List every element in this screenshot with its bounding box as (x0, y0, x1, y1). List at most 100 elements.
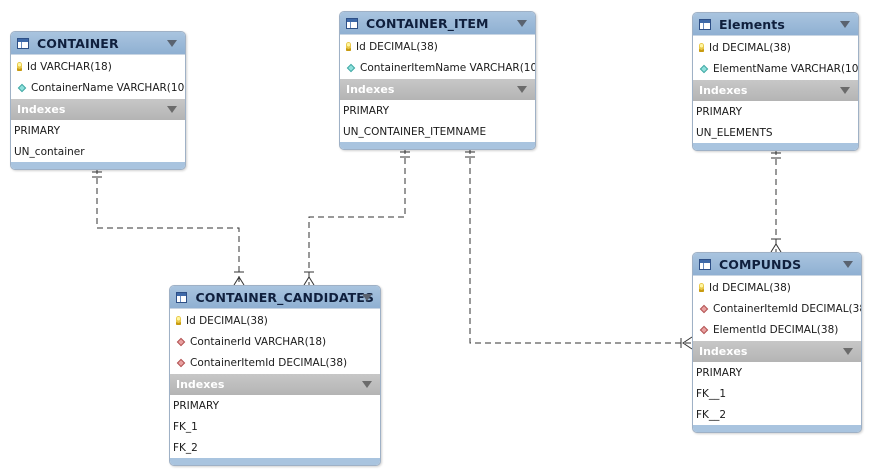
column-diamond-icon (346, 63, 356, 72)
table-icon (346, 17, 358, 29)
column-diamond-icon (699, 64, 709, 73)
collapse-arrow-icon[interactable] (167, 40, 177, 47)
column-diamond-icon (17, 83, 27, 92)
column-row[interactable]: ContainerItemId DECIMAL(38) (170, 352, 380, 373)
indexes-header[interactable]: Indexes (11, 99, 185, 120)
column-label: ContainerId VARCHAR(18) (190, 335, 327, 348)
column-label: Id DECIMAL(38) (186, 314, 268, 327)
table-compunds[interactable]: COMPUNDS Id DECIMAL(38) ContainerItemId … (692, 252, 862, 433)
collapse-arrow-icon[interactable] (843, 348, 853, 355)
table-container-item[interactable]: CONTAINER_ITEM Id DECIMAL(38) ContainerI… (339, 11, 536, 150)
index-row[interactable]: PRIMARY (14, 124, 61, 137)
indexes-header[interactable]: Indexes (170, 374, 380, 395)
primary-key-icon (176, 316, 181, 325)
table-footer (340, 142, 535, 149)
column-row[interactable]: ElementId DECIMAL(38) (693, 319, 861, 340)
indexes-label: Indexes (176, 378, 225, 391)
foreign-key-diamond-icon (176, 358, 186, 367)
rel-container-candidates (96, 168, 240, 285)
primary-key-icon (699, 43, 704, 52)
rel-item-compunds (469, 148, 692, 344)
crow-compunds-left (680, 336, 693, 350)
index-row[interactable]: FK__2 (696, 408, 727, 421)
indexes-label: Indexes (346, 83, 395, 96)
table-header[interactable]: Elements (693, 13, 858, 36)
column-label: ElementId DECIMAL(38) (713, 323, 839, 336)
column-row[interactable]: Id DECIMAL(38) (693, 37, 858, 58)
collapse-arrow-icon[interactable] (517, 20, 527, 27)
index-row[interactable]: PRIMARY (696, 366, 743, 379)
column-label: ContainerItemId DECIMAL(38) (190, 356, 348, 369)
foreign-key-diamond-icon (699, 304, 709, 313)
column-label: Id DECIMAL(38) (709, 41, 791, 54)
table-name: Elements (719, 16, 785, 32)
primary-key-icon (346, 42, 351, 51)
table-footer (693, 425, 861, 432)
collapse-arrow-icon[interactable] (362, 381, 372, 388)
index-row[interactable]: PRIMARY (173, 399, 220, 412)
index-row[interactable]: PRIMARY (696, 105, 743, 118)
column-label: ContainerItemId DECIMAL(38) (713, 302, 862, 315)
one-mark-elements (771, 152, 781, 159)
column-row[interactable]: ElementName VARCHAR(100) (693, 58, 858, 79)
column-row[interactable]: ContainerItemName VARCHAR(100) (340, 57, 535, 78)
indexes-header[interactable]: Indexes (340, 79, 535, 100)
crow-compunds-top (770, 238, 782, 253)
column-label: Id DECIMAL(38) (356, 40, 438, 53)
index-row[interactable]: UN_ELEMENTS (696, 126, 773, 139)
collapse-arrow-icon[interactable] (840, 87, 850, 94)
one-mark-container (92, 171, 102, 178)
column-label: Id VARCHAR(18) (27, 60, 112, 73)
crow-candidates-right (303, 271, 315, 286)
table-name: CONTAINER_ITEM (366, 15, 489, 31)
primary-key-icon (699, 283, 704, 292)
one-mark-item-left (400, 151, 410, 158)
one-mark-item-right (465, 151, 475, 158)
table-footer (170, 458, 380, 465)
collapse-arrow-icon[interactable] (362, 294, 372, 301)
index-row[interactable]: UN_CONTAINER_ITEMNAME (343, 125, 487, 138)
table-elements[interactable]: Elements Id DECIMAL(38) ElementName VARC… (692, 12, 859, 151)
table-name: CONTAINER_CANDIDATES (195, 289, 374, 305)
table-icon (699, 18, 711, 30)
collapse-arrow-icon[interactable] (167, 106, 177, 113)
column-row[interactable]: ContainerItemId DECIMAL(38) (693, 298, 861, 319)
table-name: CONTAINER (37, 35, 119, 51)
collapse-arrow-icon[interactable] (517, 86, 527, 93)
collapse-arrow-icon[interactable] (843, 261, 853, 268)
foreign-key-diamond-icon (176, 337, 186, 346)
crow-candidates-left (233, 271, 245, 286)
table-icon (699, 258, 711, 270)
table-header[interactable]: CONTAINER (11, 32, 185, 55)
column-row[interactable]: Id DECIMAL(38) (340, 36, 535, 57)
column-row[interactable]: Id DECIMAL(38) (693, 277, 861, 298)
column-row[interactable]: Id VARCHAR(18) (11, 56, 185, 77)
table-icon (17, 37, 29, 49)
column-row[interactable]: ContainerName VARCHAR(100) (11, 77, 185, 98)
rel-item-candidates (308, 148, 406, 285)
table-header[interactable]: CONTAINER_ITEM (340, 12, 535, 35)
column-row[interactable]: ContainerId VARCHAR(18) (170, 331, 380, 352)
index-row[interactable]: PRIMARY (343, 104, 390, 117)
index-row[interactable]: FK__1 (696, 387, 727, 400)
indexes-header[interactable]: Indexes (693, 80, 858, 101)
collapse-arrow-icon[interactable] (840, 21, 850, 28)
table-container[interactable]: CONTAINER Id VARCHAR(18) ContainerName V… (10, 31, 186, 170)
index-row[interactable]: FK_2 (173, 441, 198, 454)
indexes-label: Indexes (699, 84, 748, 97)
column-label: ElementName VARCHAR(100) (713, 62, 859, 75)
column-label: Id DECIMAL(38) (709, 281, 791, 294)
table-header[interactable]: CONTAINER_CANDIDATES (170, 286, 380, 309)
table-footer (11, 162, 185, 169)
table-container-candidates[interactable]: CONTAINER_CANDIDATES Id DECIMAL(38) Cont… (169, 285, 381, 466)
table-footer (693, 143, 858, 150)
table-icon (176, 291, 188, 303)
indexes-label: Indexes (17, 103, 66, 116)
column-row[interactable]: Id DECIMAL(38) (170, 310, 380, 331)
table-header[interactable]: COMPUNDS (693, 253, 861, 276)
primary-key-icon (17, 62, 22, 71)
index-row[interactable]: FK_1 (173, 420, 198, 433)
table-name: COMPUNDS (719, 256, 802, 272)
index-row[interactable]: UN_container (14, 145, 85, 158)
indexes-header[interactable]: Indexes (693, 341, 861, 362)
